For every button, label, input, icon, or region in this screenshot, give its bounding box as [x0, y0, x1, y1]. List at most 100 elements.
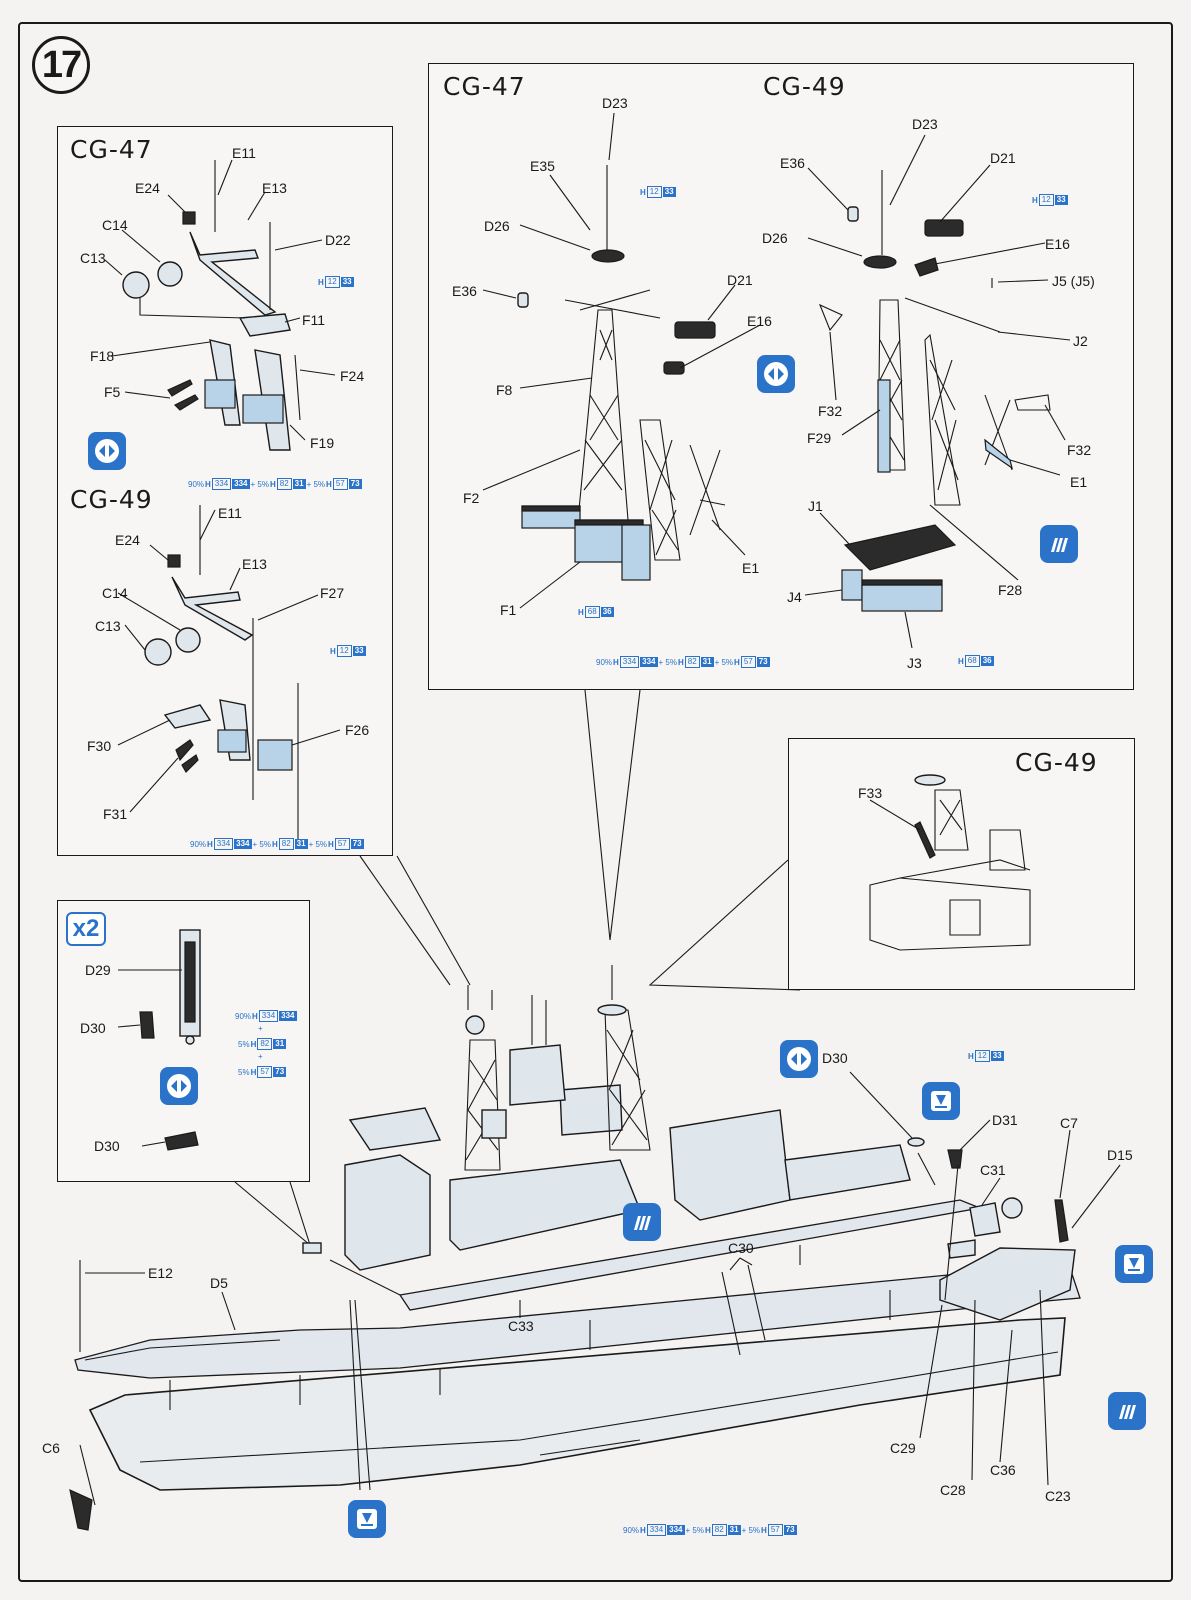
label-j1: J1	[808, 498, 823, 514]
label-e1-cg47: E1	[742, 560, 760, 576]
label-e24-mid: E24	[115, 532, 140, 548]
label-c36: C36	[990, 1462, 1016, 1478]
label-d23-cg47: D23	[602, 95, 628, 111]
cg49-left-mast	[144, 505, 299, 843]
label-c29: C29	[890, 1440, 916, 1456]
glue-drop-icon	[1115, 1245, 1153, 1283]
label-e24-top: E24	[135, 180, 160, 196]
x2-detail-parts	[139, 929, 201, 1151]
cg47-left-mast	[122, 160, 301, 451]
label-f5: F5	[104, 384, 121, 400]
label-d30-ship: D30	[822, 1050, 848, 1066]
paint-stripes-icon	[1040, 525, 1078, 563]
cg49-inset-sketch	[869, 774, 1031, 951]
title-left-cg47: CG-47	[70, 135, 153, 164]
label-d5: D5	[210, 1275, 228, 1291]
label-e1-cg49: E1	[1070, 474, 1088, 490]
label-f8: F8	[496, 382, 513, 398]
quantity-x2-badge: x2	[66, 912, 106, 946]
label-f32-a: F32	[818, 403, 843, 419]
label-f24: F24	[340, 368, 365, 384]
label-f33: F33	[858, 785, 883, 801]
callout-line-inset	[648, 859, 801, 991]
label-e13-top: E13	[262, 180, 287, 196]
reversible-icon	[780, 1040, 818, 1078]
reversible-icon	[88, 432, 126, 470]
label-d26-cg47: D26	[484, 218, 510, 234]
label-f11: F11	[302, 312, 326, 328]
label-j5: J5 (J5)	[1052, 273, 1095, 289]
paint-mix-x2-plus2: +	[258, 1052, 263, 1061]
outer-frame	[18, 22, 1173, 1582]
label-d23-cg49: D23	[912, 116, 938, 132]
label-d22: D22	[325, 232, 351, 248]
glue-drop-icon	[922, 1082, 960, 1120]
label-j3: J3	[907, 655, 922, 671]
label-f32-b: F32	[1067, 442, 1092, 458]
reversible-icon	[160, 1067, 198, 1105]
label-e36-cg49: E36	[780, 155, 805, 171]
label-c30: C30	[728, 1240, 754, 1256]
leader-lines	[85, 112, 1121, 1486]
title-left-cg49: CG-49	[70, 485, 153, 514]
callout-line-center	[584, 689, 641, 941]
title-center-cg47: CG-47	[443, 72, 526, 101]
label-c23: C23	[1045, 1488, 1071, 1504]
callout-line-left	[359, 855, 451, 986]
ship-assembly	[69, 965, 1081, 1531]
label-c28: C28	[940, 1482, 966, 1498]
label-c14-mid: C14	[102, 585, 128, 601]
label-c31: C31	[980, 1162, 1006, 1178]
label-f28: F28	[998, 582, 1023, 598]
label-c13-mid: C13	[95, 618, 121, 634]
step-number: 17	[32, 36, 90, 94]
label-f18: F18	[90, 348, 115, 364]
label-f29: F29	[807, 430, 832, 446]
label-e16-cg49: E16	[1045, 236, 1070, 252]
label-f31: F31	[103, 806, 128, 822]
cg49-center-mast	[818, 170, 1051, 612]
label-f2: F2	[463, 490, 480, 506]
title-center-cg49: CG-49	[763, 72, 846, 101]
label-f19: F19	[310, 435, 335, 451]
label-j4: J4	[787, 589, 802, 605]
label-f30: F30	[87, 738, 112, 754]
label-c33: C33	[508, 1318, 534, 1334]
label-c14-top: C14	[102, 217, 128, 233]
title-inset-cg49: CG-49	[1015, 748, 1098, 777]
label-j2: J2	[1073, 333, 1088, 349]
callout-line-x2	[234, 1181, 312, 1247]
label-d26-cg49: D26	[762, 230, 788, 246]
label-d30-x2-b: D30	[94, 1138, 120, 1154]
paint-stripes-icon	[623, 1203, 661, 1241]
label-d21-cg47: D21	[727, 272, 753, 288]
cg47-center-mast	[517, 165, 726, 581]
label-e35: E35	[530, 158, 555, 174]
label-d15: D15	[1107, 1147, 1133, 1163]
label-e11-top: E11	[232, 145, 256, 161]
label-f27: F27	[320, 585, 345, 601]
reversible-icon	[757, 355, 795, 393]
label-e16-cg47: E16	[747, 313, 772, 329]
label-f1: F1	[500, 602, 517, 618]
label-d31: D31	[992, 1112, 1018, 1128]
label-d21-cg49: D21	[990, 150, 1016, 166]
label-e13-mid: E13	[242, 556, 267, 572]
label-e11-mid: E11	[218, 505, 242, 521]
